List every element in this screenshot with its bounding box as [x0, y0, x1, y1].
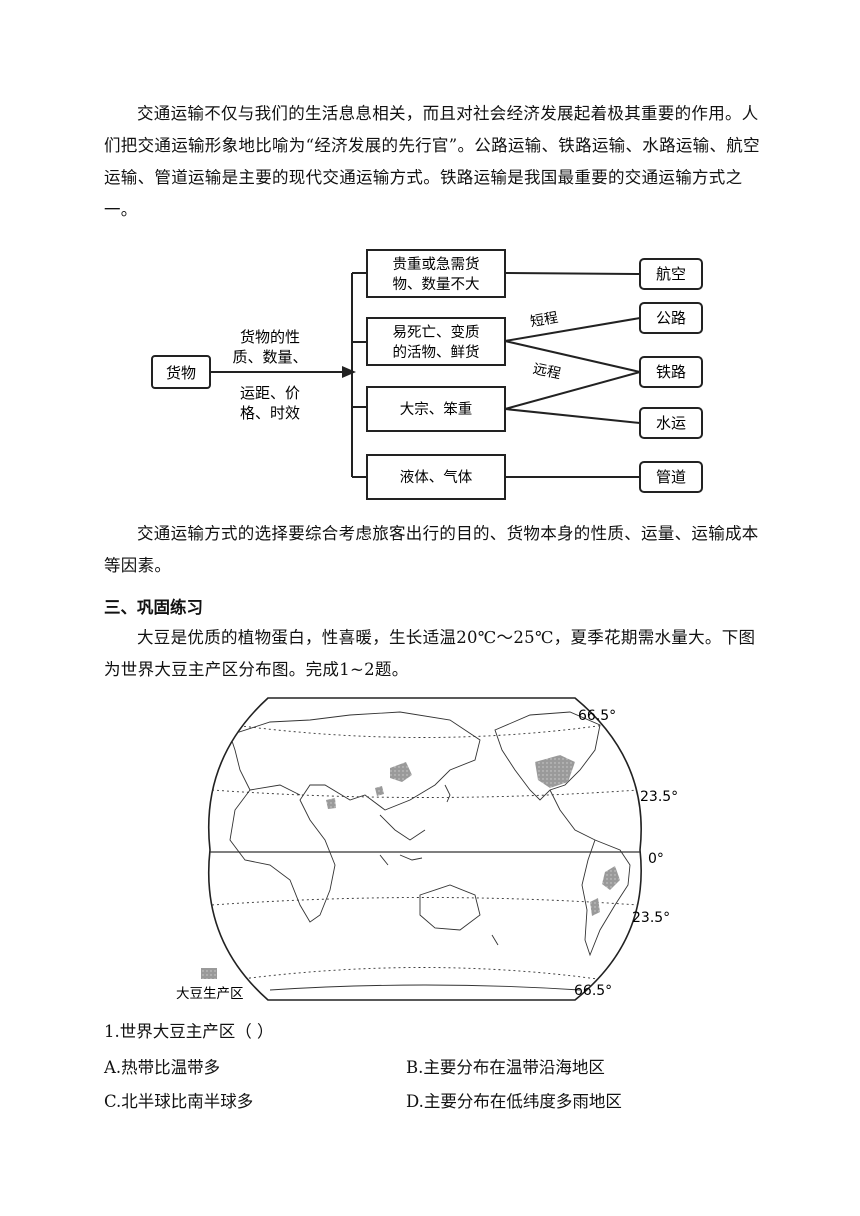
soybean-region-argentina — [590, 898, 600, 916]
category-3-label: 大宗、笨重 — [400, 401, 473, 418]
lat-label-66n: 66.5° — [578, 708, 616, 724]
category-2-line1: 易死亡、变质 — [393, 324, 480, 341]
transport-selection-diagram: 货物 货物的性 质、数量、 运距、价 格、时效 贵重或急需货 物、数量不大 易死… — [151, 249, 703, 500]
lat-label-23n: 23.5° — [640, 789, 678, 805]
option-b[interactable]: B.主要分布在温带沿海地区 — [406, 1058, 605, 1077]
source-label: 货物 — [166, 364, 196, 382]
question-1-stem: 1.世界大豆主产区（ ） — [104, 1022, 274, 1041]
soybean-region-northeast-china — [390, 762, 412, 782]
option-d[interactable]: D.主要分布在低纬度多雨地区 — [406, 1092, 622, 1111]
soybean-region-china-central — [375, 786, 384, 796]
soybean-region-brazil — [602, 866, 620, 890]
mode-rail-label: 铁路 — [656, 363, 686, 381]
category-4-label: 液体、气体 — [400, 469, 473, 486]
mode-road-label: 公路 — [656, 309, 686, 327]
intro-paragraph: 交通运输不仅与我们的生活息息相关，而且对社会经济发展起着极其重要的作用。人们把交… — [104, 104, 760, 219]
map-frame — [207, 697, 642, 1001]
arrow-label-bottom-1: 运距、价 — [240, 384, 300, 402]
arrow-label-top-1: 货物的性 — [240, 328, 300, 346]
soybean-region-usa — [535, 755, 575, 788]
category-2-line2: 的活物、鲜货 — [393, 344, 480, 361]
category-1-line1: 贵重或急需货 — [393, 256, 480, 273]
option-c[interactable]: C.北半球比南半球多 — [104, 1092, 254, 1111]
long-distance-label: 远程 — [531, 361, 562, 382]
lat-label-0: 0° — [648, 851, 664, 867]
option-a[interactable]: A.热带比温带多 — [104, 1058, 221, 1077]
conclusion-paragraph: 交通运输方式的选择要综合考虑旅客出行的目的、货物本身的性质、运量、运输成本等因素… — [104, 524, 759, 575]
short-distance-label: 短程 — [529, 310, 559, 331]
lat-label-66s: 66.5° — [574, 983, 612, 999]
mode-water-label: 水运 — [656, 414, 686, 432]
arrow-label-bottom-2: 格、时效 — [240, 404, 300, 422]
mode-air-label: 航空 — [656, 265, 686, 283]
legend-label: 大豆生产区 — [176, 986, 244, 1002]
section-title: 三、巩固练习 — [104, 598, 203, 617]
world-soybean-map: 66.5° 23.5° 0° 23.5° 66.5° 大豆生产区 — [176, 697, 678, 1002]
category-1-line2: 物、数量不大 — [393, 276, 480, 293]
lat-label-23s: 23.5° — [632, 910, 670, 926]
soybean-region-india — [326, 798, 336, 809]
legend-swatch — [201, 968, 217, 979]
mode-pipeline-label: 管道 — [656, 468, 686, 486]
question-stem-intro: 大豆是优质的植物蛋白，性喜暖，生长适温20℃～25℃，夏季花期需水量大。下图为世… — [104, 628, 756, 679]
arrow-label-top-2: 质、数量、 — [232, 348, 307, 366]
